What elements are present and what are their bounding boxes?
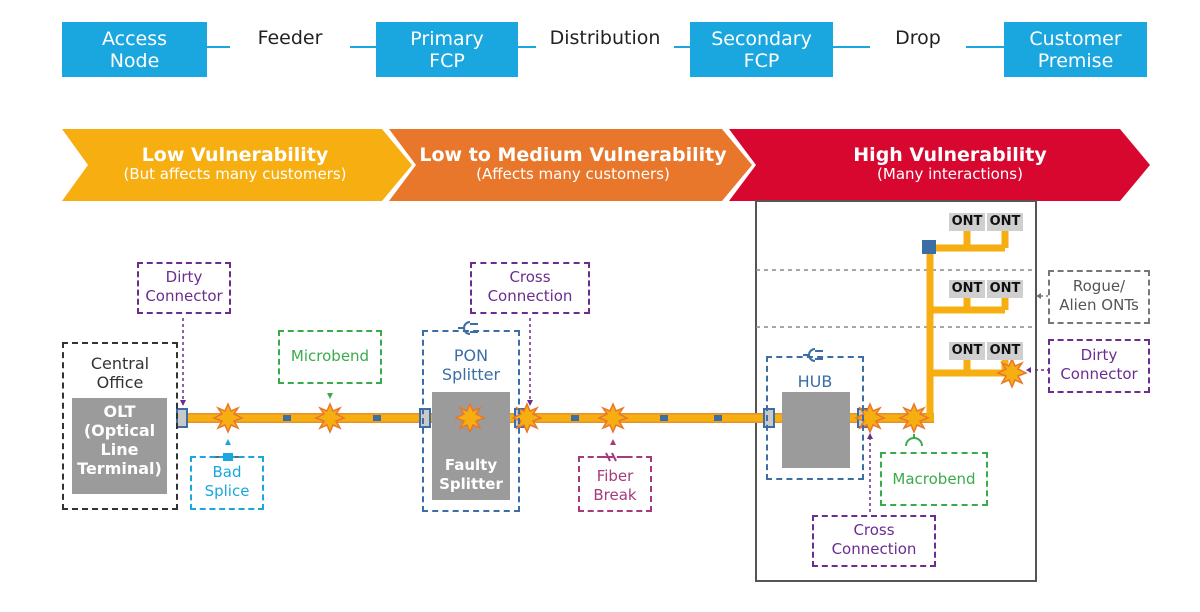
primary-fcp-box: Primary FCP <box>376 22 518 77</box>
bad-splice-frame <box>190 456 264 510</box>
pon-splitter-frame <box>422 330 520 512</box>
faulty-splitter-box: Faulty Splitter <box>432 392 510 500</box>
ont-5: ONT <box>949 342 985 360</box>
premise-enclosure <box>755 200 1037 582</box>
ont-6: ONT <box>987 342 1023 360</box>
hub-device <box>782 392 850 468</box>
microbend-frame <box>278 330 382 384</box>
dirty-connector-2-frame <box>1048 339 1150 393</box>
fiber-drops <box>926 230 1012 418</box>
hub-label: HUB <box>797 372 833 391</box>
plug-icon-splitter <box>458 321 478 335</box>
cross-connection-1-frame <box>470 262 590 314</box>
ont-1: ONT <box>949 213 985 231</box>
microbend-label: Microbend <box>290 347 370 365</box>
zone-medium-title: Low to Medium Vulnerability <box>419 144 727 166</box>
cross-connection-2-label: Cross Connection <box>831 521 917 558</box>
zone-high: High Vulnerability (Many interactions) <box>770 144 1130 183</box>
central-office-frame <box>62 342 178 510</box>
ont-4: ONT <box>987 280 1023 298</box>
zone-low: Low Vulnerability (But affects many cust… <box>90 144 380 183</box>
cross-connection-2-frame <box>812 515 936 567</box>
drop-label: Drop <box>870 27 966 49</box>
hub-frame <box>766 356 864 480</box>
dirty-connector-2-label: Dirty Connector <box>1060 346 1138 383</box>
dirty-connector-1-frame <box>137 262 231 314</box>
dirty-connector-1-label: Dirty Connector <box>145 268 223 305</box>
zone-low-subtitle: (But affects many customers) <box>123 165 347 183</box>
zone-high-title: High Vulnerability <box>853 144 1047 166</box>
macrobend-label: Macrobend <box>892 470 976 488</box>
customer-premise-box: Customer Premise <box>1004 22 1147 77</box>
macrobend-icon <box>905 437 923 447</box>
ont-2: ONT <box>987 213 1023 231</box>
feeder-label: Feeder <box>230 27 350 49</box>
chevron-low <box>62 129 412 201</box>
rogue-onts-frame <box>1048 270 1150 324</box>
fiber-break-frame <box>578 456 652 512</box>
cross-connection-1-label: Cross Connection <box>487 268 573 305</box>
central-office-label: Central Office <box>90 354 150 392</box>
chevron-high <box>729 129 1150 201</box>
arrow-heads <box>180 293 1041 445</box>
zone-high-subtitle: (Many interactions) <box>877 165 1023 183</box>
fiber-terminal-block <box>922 240 936 254</box>
rogue-onts-label: Rogue/ Alien ONTs <box>1059 277 1139 314</box>
plug-icon-hub <box>803 348 823 362</box>
chevron-medium <box>389 129 752 201</box>
zone-medium-subtitle: (Affects many customers) <box>476 165 670 183</box>
olt-box: OLT (Optical Line Terminal) <box>72 398 167 494</box>
distribution-label: Distribution <box>536 27 674 49</box>
fiber-break-label: Fiber Break <box>593 467 637 504</box>
ont-3: ONT <box>949 280 985 298</box>
access-node-box: Access Node <box>62 22 207 77</box>
secondary-fcp-box: Secondary FCP <box>690 22 833 77</box>
zone-low-title: Low Vulnerability <box>141 144 329 166</box>
zone-medium: Low to Medium Vulnerability (Affects man… <box>412 144 734 183</box>
bad-splice-label: Bad Splice <box>204 463 250 500</box>
pon-splitter-label: PON Splitter <box>441 346 501 384</box>
macrobend-frame <box>880 452 988 506</box>
